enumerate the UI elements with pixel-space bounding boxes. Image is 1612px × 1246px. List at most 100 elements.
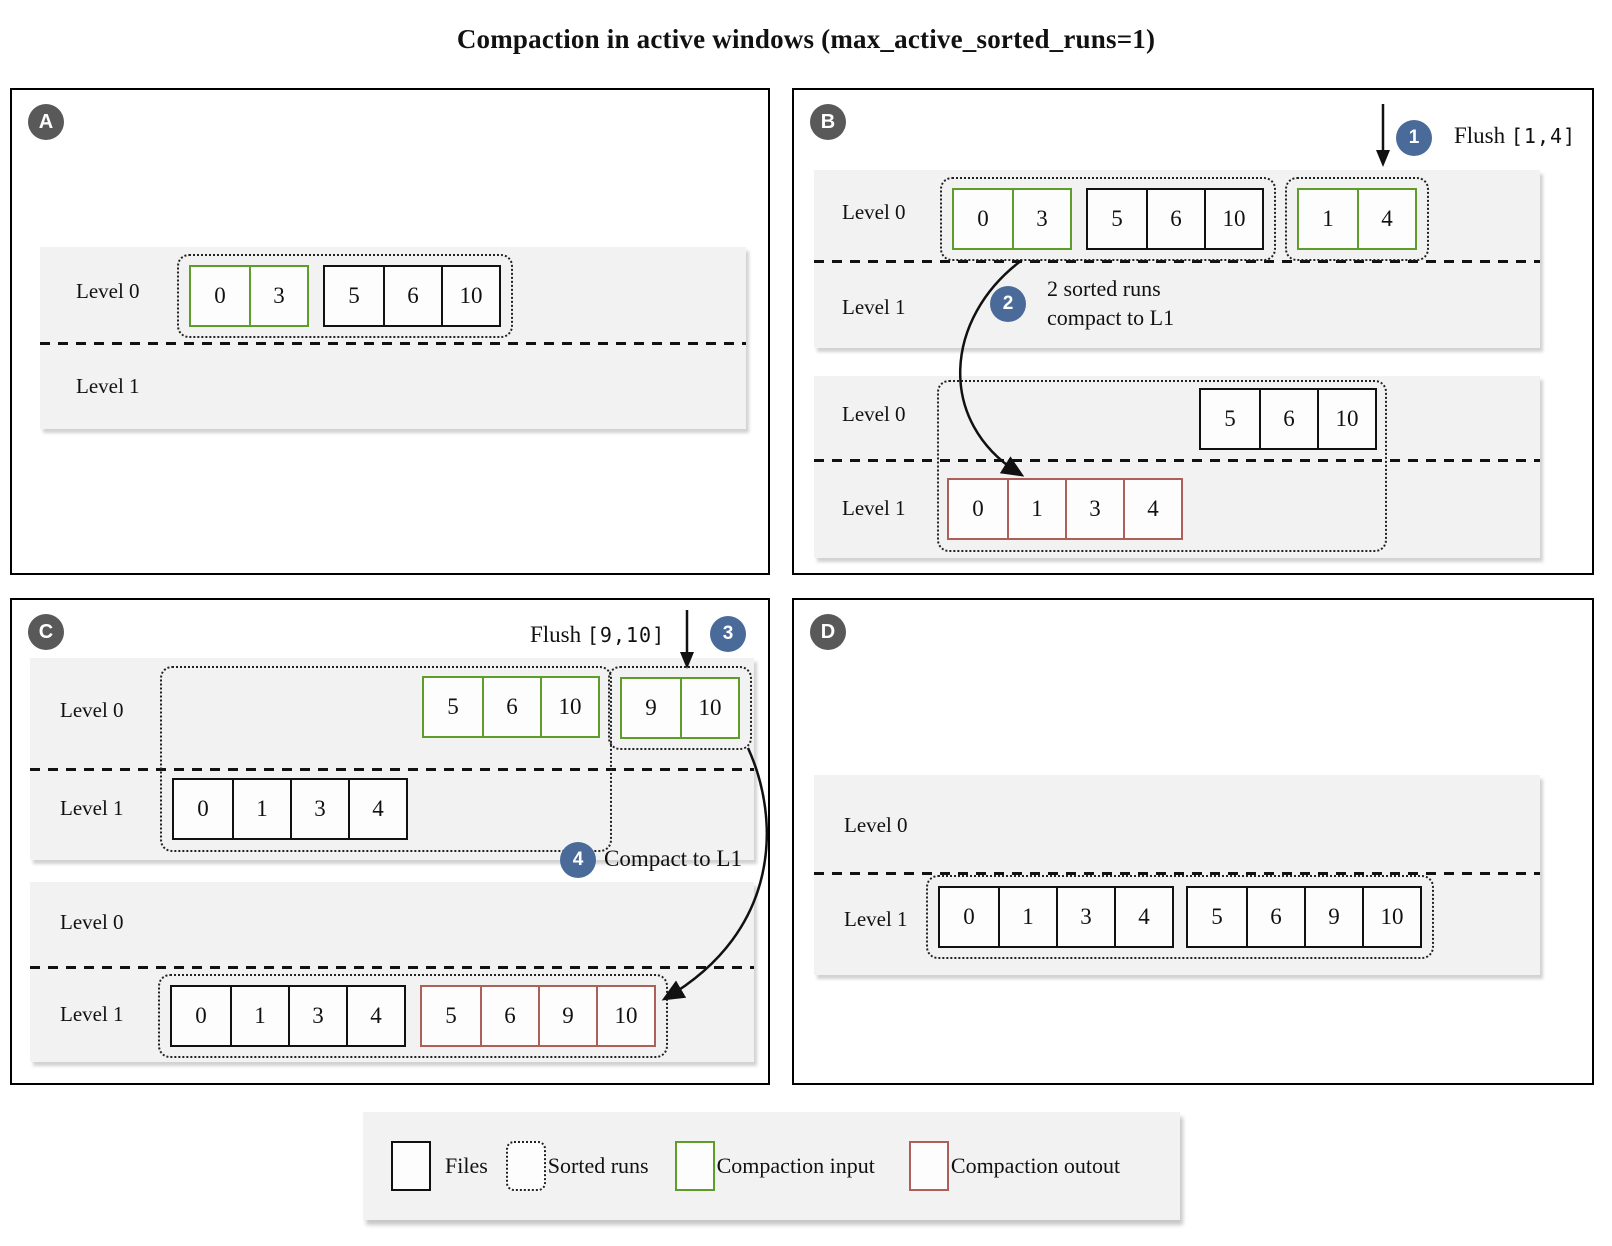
compact-note: 2 sorted runs compact to L1: [1047, 274, 1174, 332]
file-cell: 0: [977, 206, 989, 231]
file-cell: 4: [1123, 480, 1181, 538]
level0-label: Level 0: [76, 279, 140, 303]
panel-c-state-2: Level 0 Level 1 0 1 3 4 5 6 9 10: [30, 882, 754, 1062]
level0-label: Level 0: [60, 910, 124, 934]
sorted-run-outline-flushed: 9 10: [608, 666, 752, 750]
panel-a: A Level 0 Level 1 0 3 5 6 10: [10, 88, 770, 575]
compaction-input-run: 0 3: [189, 265, 309, 327]
level0-label: Level 0: [60, 698, 124, 722]
level1-label: Level 1: [60, 796, 124, 820]
file-cell: 1: [232, 780, 290, 838]
diagram-title-text: Compaction in active windows (max_active…: [456, 24, 1156, 54]
flush-range: [1,4]: [1510, 124, 1577, 148]
level-separator: [30, 768, 754, 771]
level1-label: Level 1: [842, 496, 906, 520]
panel-c-badge: C: [28, 614, 64, 650]
file-cell: 0: [195, 1003, 207, 1028]
file-cell: 5: [348, 283, 360, 308]
flush-down-arrow-icon: [680, 610, 694, 669]
compaction-input-run: 9 10: [620, 677, 740, 739]
file-cell: 9: [645, 695, 657, 720]
file-cell: 4: [1357, 190, 1415, 248]
file-cell: 10: [680, 679, 738, 737]
file-cell: 6: [1246, 888, 1304, 946]
files-swatch: [391, 1141, 431, 1191]
file-cell: 3: [290, 780, 348, 838]
file-cell: 3: [288, 987, 346, 1045]
sorted-runs-outline: 0 3 5 6 10: [177, 254, 513, 338]
sorted-run-outline-flushed: 1 4: [1285, 177, 1429, 261]
file-cell: 1: [1322, 206, 1334, 231]
file-cell: 9: [538, 987, 596, 1045]
file-cell: 6: [1259, 390, 1317, 448]
file-cell: 0: [214, 283, 226, 308]
file-cell: 1: [998, 888, 1056, 946]
step-1-badge: 1: [1396, 120, 1432, 156]
flush-annotation: Flush [1,4]: [1454, 123, 1576, 149]
file-cell: 4: [346, 987, 404, 1045]
compaction-input-swatch: [674, 1141, 715, 1191]
file-cell: 10: [1362, 888, 1420, 946]
panel-c: C Flush [9,10] 3 Level 0 Level 1 5 6 10 …: [10, 598, 770, 1085]
sorted-runs-outline: 0 1 3 4 5 6 9 10: [926, 875, 1434, 959]
panel-b-state-1: Level 0 Level 1 0 3 5 6 10 1 4 2: [814, 170, 1540, 348]
level-separator: [814, 260, 1540, 263]
file-cell: 3: [249, 267, 307, 325]
level1-label: Level 1: [844, 907, 908, 931]
compact-to-l1-label: Compact to L1: [604, 846, 742, 871]
panel-a-badge: A: [28, 104, 64, 140]
file-cell: 0: [197, 796, 209, 821]
step-4-badge: 4: [560, 842, 596, 878]
file-cell: 5: [1211, 904, 1223, 929]
panel-b-badge: B: [810, 104, 846, 140]
compaction-output-run: 5 6 9 10: [420, 985, 656, 1047]
files-run: 0 1 3 4: [170, 985, 406, 1047]
file-cell: 1: [1007, 480, 1065, 538]
compaction-input-run: 0 3: [952, 188, 1072, 250]
files-label: Files: [445, 1153, 488, 1178]
panel-c-state-1: Level 0 Level 1 5 6 10 9 10 0 1 3 4: [30, 658, 754, 860]
file-cell: 10: [1317, 390, 1375, 448]
file-cell: 3: [1065, 480, 1123, 538]
sorted-runs-swatch: [505, 1141, 546, 1191]
files-run: 0 1 3 4: [172, 778, 408, 840]
file-cell: 6: [383, 267, 441, 325]
compaction-input-label: Compaction input: [716, 1153, 875, 1178]
file-cell: 6: [1146, 190, 1204, 248]
files-run: 5 6 10: [323, 265, 501, 327]
file-cell: 4: [1114, 888, 1172, 946]
panel-d-state: Level 0 Level 1 0 1 3 4 5 6 9 10: [814, 775, 1540, 975]
compaction-output-label: Compaction outout: [950, 1153, 1121, 1178]
level1-label: Level 1: [842, 295, 906, 319]
flush-action: Flush: [1454, 123, 1506, 148]
file-cell: 10: [1204, 190, 1262, 248]
files-run: 0 1 3 4: [938, 886, 1174, 948]
compaction-input-run: 5 6 10: [422, 676, 600, 738]
step-2-badge: 2: [990, 286, 1026, 322]
level1-label: Level 1: [76, 374, 140, 398]
file-cell: 10: [441, 267, 499, 325]
sorted-run-outline-spanning: [160, 666, 612, 852]
panel-b: B 1 Flush [1,4] Level 0 Level 1 0 3 5 6: [792, 88, 1594, 575]
panel-d-badge: D: [810, 614, 846, 650]
file-cell: 6: [480, 987, 538, 1045]
compaction-output-run: 0 1 3 4: [947, 478, 1183, 540]
compact-note-line2: compact to L1: [1047, 305, 1175, 330]
file-cell: 10: [540, 678, 598, 736]
level-separator: [814, 872, 1540, 875]
compaction-output-swatch: [908, 1141, 949, 1191]
file-cell: 0: [972, 496, 984, 521]
file-cell: 9: [1304, 888, 1362, 946]
step-3-badge: 3: [710, 616, 746, 652]
level1-label: Level 1: [60, 1002, 124, 1026]
sorted-run-outline-spanning: [937, 380, 1387, 552]
file-cell: 5: [1224, 406, 1236, 431]
panel-d: D Level 0 Level 1 0 1 3 4 5 6 9 10: [792, 598, 1594, 1085]
files-run: 5 6 10: [1086, 188, 1264, 250]
file-cell: 5: [1111, 206, 1123, 231]
flush-annotation: Flush [9,10]: [530, 622, 665, 648]
level-separator: [30, 966, 754, 969]
flush-range: [9,10]: [586, 623, 666, 647]
file-cell: 3: [1012, 190, 1070, 248]
level0-label: Level 0: [844, 813, 908, 837]
